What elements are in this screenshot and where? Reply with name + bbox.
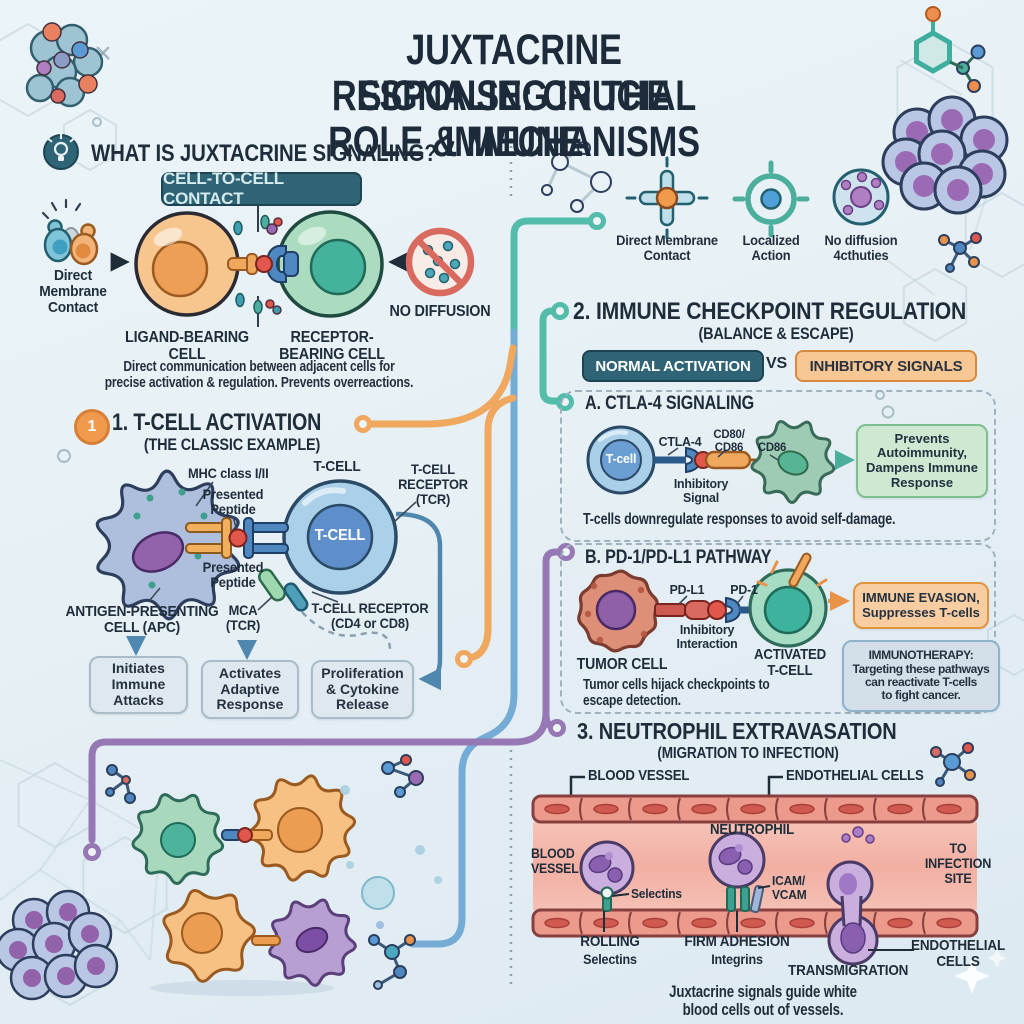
outcome-box-3: Proliferation & Cytokine Release: [311, 660, 414, 719]
pd1-caption: Tumor cells hijack checkpoints to escape…: [583, 676, 770, 710]
inhibitory-signal-label: Inhibitory Signal: [673, 476, 729, 505]
normal-activation-pill: NORMAL ACTIVATION: [582, 350, 764, 382]
ctla4-result-box: Prevents Autoimmunity, Dampens Immune Re…: [856, 424, 988, 498]
pd1-panel: [560, 543, 996, 714]
immune-evasion-box: IMMUNE EVASION, Suppresses T-cells: [853, 582, 989, 629]
immunotherapy-box: IMMUNOTHERAPY: Targeting these pathways …: [842, 640, 1000, 712]
intro-caption: Direct communication between adjacent ce…: [104, 358, 414, 392]
tcell-inner-label: T-CELL: [314, 527, 366, 544]
cell-contact-badge: CELL-TO-CELL CONTACT: [161, 169, 362, 208]
blood-vessel-label: BLOOD VESSEL: [588, 767, 690, 784]
mca-label: MCA (TCR): [225, 602, 261, 633]
blood-vessel-side-label: BLOOD VESSEL: [531, 845, 579, 876]
ctla4-heading: A. CTLA-4 SIGNALING: [585, 393, 755, 414]
section3-heading: 3. NEUTROPHIL EXTRAVASATION: [577, 718, 897, 744]
icon-label-localized-action: Localized Action: [742, 232, 800, 263]
intro-heading: WHAT IS JUXTACRINE SIGNALING?: [91, 140, 437, 167]
section2-heading: 2. IMMUNE CHECKPOINT REGULATION: [573, 298, 967, 325]
tumor-cell-label: TUMOR CELL: [576, 656, 668, 673]
pd1-heading: B. PD-1/PD-L1 PATHWAY: [585, 547, 772, 568]
rolling-label: ROLLING: [580, 933, 640, 950]
ctla4-caption: T-cells downregulate responses to avoid …: [583, 511, 896, 528]
transmigration-label: TRANSMIGRATION: [788, 962, 909, 979]
outcome-box-1: Initiates Immune Attacks: [89, 656, 188, 714]
to-infection-label: TO INFECTION SITE: [924, 840, 992, 886]
icon-label-no-diffusion: No diffusion 4cthuties: [824, 232, 898, 263]
inhibitory-signals-pill: INHIBITORY SIGNALS: [795, 350, 977, 382]
ctla4-tcell-label: T-cell: [605, 451, 637, 466]
presented-peptide-top-label: Presented Peptide: [202, 486, 264, 517]
pdl1-label: PD-L1: [669, 582, 705, 597]
presented-peptide-bottom-label: Presented Peptide: [202, 559, 264, 590]
vs-label: VS: [766, 355, 787, 372]
cd80-label: CD80/ CD86: [713, 427, 745, 454]
endothelial-cells-label: ENDOTHELIAL CELLS: [786, 767, 924, 784]
tcell-top-label: T-CELL: [313, 458, 361, 475]
outcome-box-2: Activates Adaptive Response: [201, 660, 299, 719]
poster-title-line1: JUXTACRINE SIGNALING IN THE IMMUNE: [358, 26, 670, 166]
icam-vcam-label: ICAM/ VCAM: [772, 873, 807, 902]
section1-subheading: (THE CLASSIC EXAMPLE): [143, 435, 321, 454]
cd86-label: CD86: [757, 440, 787, 454]
tcr-right-label: T-CELL RECEPTOR (TCR): [398, 461, 468, 507]
tcr-cd4-label: T-CELL RECEPTOR (CD4 or CD8): [311, 600, 429, 631]
endothelial2-label: ENDOTHELIAL CELLS: [910, 937, 1006, 971]
receptor-cell-label: RECEPTOR- BEARING CELL: [279, 329, 385, 364]
rolling-sub-label: Selectins: [583, 951, 637, 967]
icon-label-direct-membrane: Direct Membrane Contact: [616, 232, 718, 263]
activated-tcell-label: ACTIVATED T-CELL: [754, 646, 826, 680]
section3-caption: Juxtacrine signals guide white blood cel…: [669, 982, 857, 1020]
pd1-label: PD-1: [730, 582, 758, 597]
integrins-label: Integrins: [711, 951, 763, 967]
direct-membrane-contact-label: Direct Membrane Contact: [39, 267, 107, 317]
ctla4-label: CTLA-4: [658, 434, 702, 449]
section1-number-badge: 1: [74, 409, 110, 445]
section2-subheading: (BALANCE & ESCAPE): [698, 324, 854, 343]
neutrophil-label: NEUTROPHIL: [709, 821, 795, 838]
poster-title-line2: RESPONSE: CRUCIAL ROLE & MECHANISMS: [328, 72, 700, 166]
inhibitory-interaction-label: Inhibitory Interaction: [676, 622, 738, 651]
mhc-label: MHC class I/II: [188, 465, 269, 481]
ligand-cell-label: LIGAND-BEARING CELL: [125, 329, 249, 364]
apc-label: ANTIGEN-PRESENTING CELL (APC): [65, 603, 219, 637]
ctla4-panel: [560, 390, 996, 542]
no-diffusion-label: NO DIFFUSION: [389, 303, 491, 320]
section1-heading: 1. T-CELL ACTIVATION: [112, 409, 322, 436]
firm-adhesion-label: FIRM ADHESION: [684, 933, 790, 950]
selectins-pointer-label: Selectins: [631, 886, 682, 901]
section3-subheading: (MIGRATION TO INFECTION): [657, 745, 839, 762]
